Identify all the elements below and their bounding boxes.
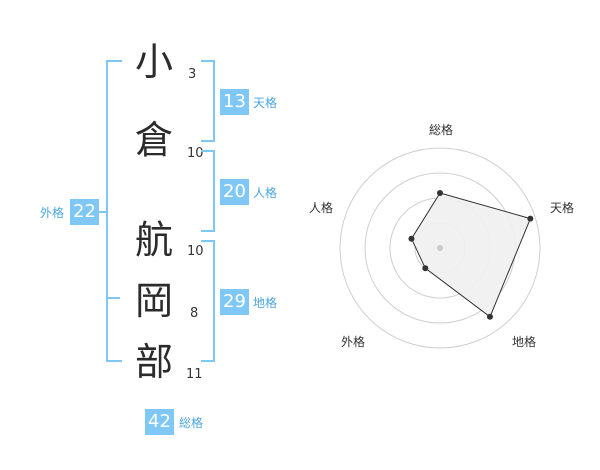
radar-point <box>422 265 429 272</box>
jinkaku-bracket <box>201 150 215 232</box>
stroke-count-4: 8 <box>190 306 199 321</box>
tenkaku-bracket <box>201 60 215 142</box>
stroke-count-1: 3 <box>188 67 197 82</box>
soukaku-score-badge: 42 <box>145 409 174 435</box>
gaikaku-connector <box>98 211 106 213</box>
name-char-4: 岡 <box>134 279 173 323</box>
radar-point <box>486 313 493 320</box>
soukaku-label: 総格 <box>179 416 204 430</box>
jinkaku-label: 人格 <box>253 186 278 200</box>
radar-axis-label-chikaku: 地格 <box>512 334 536 349</box>
gaikaku-score-badge: 22 <box>70 199 99 225</box>
radar-chart: 総格 天格 地格 外格 人格 <box>309 122 574 349</box>
name-char-2: 倉 <box>134 118 173 162</box>
radar-center-dot <box>437 245 443 251</box>
radar-polygon <box>410 192 532 318</box>
chikaku-label: 地格 <box>253 296 278 310</box>
chikaku-score-badge: 29 <box>220 289 249 315</box>
name-char-1: 小 <box>134 40 173 84</box>
chikaku-bracket <box>201 240 215 362</box>
gaikaku-label: 外格 <box>40 206 65 220</box>
radar-point <box>437 190 443 196</box>
stroke-count-2: 10 <box>187 146 204 161</box>
stroke-count-5: 11 <box>186 367 203 382</box>
stroke-count-3: 10 <box>187 244 204 259</box>
gaikaku-bracket-tick <box>106 297 120 299</box>
tenkaku-score-badge: 13 <box>220 89 249 115</box>
tenkaku-label: 天格 <box>253 96 278 110</box>
radar-axis-label-soukaku: 総格 <box>429 122 453 137</box>
name-char-3: 航 <box>134 218 173 262</box>
radar-point <box>527 215 534 222</box>
radar-point <box>408 235 415 242</box>
radar-axis-label-jinkaku: 人格 <box>309 200 333 215</box>
radar-axis-label-gaikaku: 外格 <box>341 334 365 349</box>
gaikaku-bracket <box>106 60 122 362</box>
radar-ring <box>339 147 541 349</box>
name-char-5: 部 <box>134 340 173 384</box>
radar-points <box>408 190 534 320</box>
radar-axis-label-tenkaku: 天格 <box>550 200 574 215</box>
jinkaku-score-badge: 20 <box>220 179 249 205</box>
